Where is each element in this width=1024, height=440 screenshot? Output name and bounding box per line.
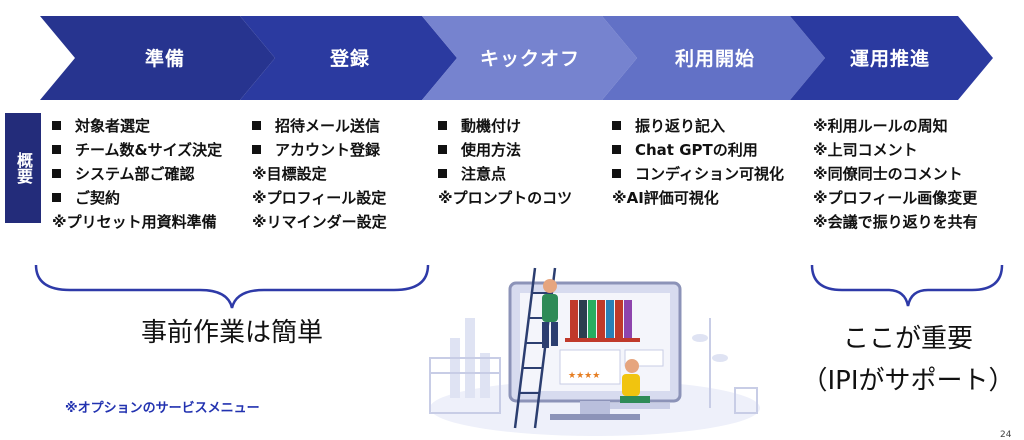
column-prep: 対象者選定チーム数&サイズ決定システム部ご確認ご契約 ※プリセット用資料準備 <box>52 114 222 234</box>
left-brace <box>34 264 430 309</box>
square-bullet-icon <box>52 193 61 202</box>
bullet-item: Chat GPTの利用 <box>612 138 784 162</box>
note-item: ※会議で振り返りを共有 <box>813 210 978 234</box>
step-label-5: 運用推進 <box>849 48 930 70</box>
square-bullet-icon <box>252 121 261 130</box>
item-text: ※同僚同士のコメント <box>813 165 963 183</box>
item-text: ※プロンプトのコツ <box>438 189 573 207</box>
bullet-item: 振り返り記入 <box>612 114 784 138</box>
note-item: ※プロンプトのコツ <box>438 186 572 210</box>
bullet-item: 対象者選定 <box>52 114 222 138</box>
arrow-step-1 <box>40 16 275 100</box>
item-text: ※会議で振り返りを共有 <box>813 213 978 231</box>
square-bullet-icon <box>52 145 61 154</box>
bullet-item: 使用方法 <box>438 138 572 162</box>
item-text: Chat GPTの利用 <box>635 141 758 159</box>
square-bullet-icon <box>612 169 621 178</box>
page-number: 24 <box>1000 430 1012 440</box>
left-summary: 事前作業は簡単 <box>140 318 323 348</box>
item-text: 対象者選定 <box>75 117 151 135</box>
square-bullet-icon <box>252 145 261 154</box>
item-text: コンディション可視化 <box>635 165 784 183</box>
arrow-step-3 <box>422 16 637 100</box>
item-text: ※リマインダー設定 <box>252 213 387 231</box>
item-text: 招待メール送信 <box>275 117 381 135</box>
note-item: ※AI評価可視化 <box>612 186 784 210</box>
square-bullet-icon <box>438 169 447 178</box>
column-operation: ※利用ルールの周知 ※上司コメント ※同僚同士のコメント ※プロフィール画像変更 ※会議… <box>813 114 978 234</box>
bullet-item: チーム数&サイズ決定 <box>52 138 222 162</box>
square-bullet-icon <box>612 145 621 154</box>
item-text: ※プロフィール設定 <box>252 189 387 207</box>
bullet-item: 招待メール送信 <box>252 114 387 138</box>
process-arrows <box>40 16 993 100</box>
bullet-item: システム部ご確認 <box>52 162 222 186</box>
bullet-item: ご契約 <box>52 186 222 210</box>
overview-side-label: 概要 <box>5 113 41 223</box>
step-label-2: 登録 <box>329 48 370 70</box>
bullet-item: 動機付け <box>438 114 572 138</box>
step-label-1: 準備 <box>144 48 185 70</box>
note-item: ※プロフィール設定 <box>252 186 387 210</box>
note-item: ※利用ルールの周知 <box>813 114 978 138</box>
item-text: チーム数&サイズ決定 <box>75 141 223 159</box>
note-item: ※リマインダー設定 <box>252 210 387 234</box>
note-item: ※同僚同士のコメント <box>813 162 978 186</box>
column-kickoff: 動機付け使用方法注意点 ※プロンプトのコツ <box>438 114 572 210</box>
square-bullet-icon <box>612 121 621 130</box>
square-bullet-icon <box>438 121 447 130</box>
note-item: ※目標設定 <box>252 162 387 186</box>
svg-text:★★★★: ★★★★ <box>568 371 600 381</box>
item-text: ※AI評価可視化 <box>612 189 719 207</box>
square-bullet-icon <box>438 145 447 154</box>
item-text: システム部ご確認 <box>75 165 195 183</box>
step-label-3: キックオフ <box>479 48 580 70</box>
bullet-item: コンディション可視化 <box>612 162 784 186</box>
item-text: ※利用ルールの周知 <box>813 117 948 135</box>
arrow-step-2 <box>240 16 457 100</box>
item-text: ※プリセット用資料準備 <box>52 213 217 231</box>
right-brace <box>810 264 1004 307</box>
note-item: ※プロフィール画像変更 <box>813 186 978 210</box>
item-text: 注意点 <box>461 165 507 183</box>
note-item: ※上司コメント <box>813 138 978 162</box>
learning-illustration: ★★★★ <box>429 267 760 436</box>
right-summary-line1: ここが重要 <box>842 324 973 354</box>
column-start: 振り返り記入 Chat GPTの利用コンディション可視化 ※AI評価可視化 <box>612 114 784 210</box>
note-item: ※プリセット用資料準備 <box>52 210 222 234</box>
right-summary-line2: （IPIがサポート） <box>801 366 1015 396</box>
bullet-item: 注意点 <box>438 162 572 186</box>
square-bullet-icon <box>52 121 61 130</box>
step-label-4: 利用開始 <box>674 48 755 70</box>
arrow-step-4 <box>602 16 825 100</box>
item-text: 振り返り記入 <box>635 117 726 135</box>
item-text: アカウント登録 <box>275 141 381 159</box>
item-text: ご契約 <box>75 189 121 207</box>
arrow-step-5 <box>790 16 993 100</box>
option-service-note: ※オプションのサービスメニュー <box>65 401 260 416</box>
square-bullet-icon <box>52 169 61 178</box>
item-text: 動機付け <box>461 117 522 135</box>
item-text: ※プロフィール画像変更 <box>813 189 978 207</box>
item-text: 使用方法 <box>461 141 522 159</box>
column-register: 招待メール送信アカウント登録 ※目標設定 ※プロフィール設定 ※リマインダー設定 <box>252 114 387 234</box>
item-text: ※上司コメント <box>813 141 918 159</box>
bullet-item: アカウント登録 <box>252 138 387 162</box>
item-text: ※目標設定 <box>252 165 327 183</box>
braces <box>34 264 1004 309</box>
